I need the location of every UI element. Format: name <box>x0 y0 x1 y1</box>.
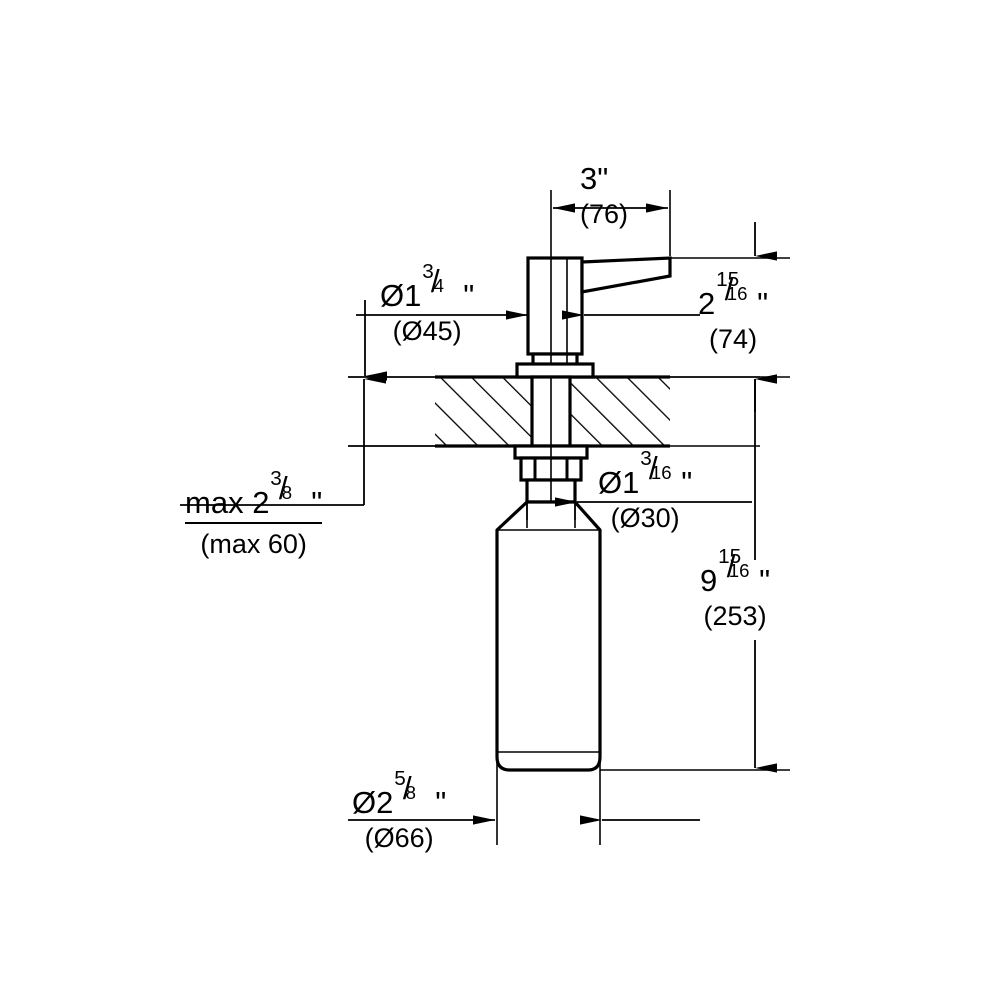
dimension-spout-reach <box>550 190 671 258</box>
dimension-head-diameter <box>356 262 700 381</box>
threaded-shank <box>530 375 572 448</box>
dimension-bottle-diameter <box>348 758 700 845</box>
soap-bottle <box>495 500 602 772</box>
countertop-section-hatched <box>348 375 760 448</box>
dimension-neck-diameter <box>526 480 752 520</box>
dimension-max-counter-thickness <box>180 374 435 506</box>
lever-spout <box>580 256 672 294</box>
dimension-label-spout-reach: 3" (76) <box>580 161 629 229</box>
dimension-overall-height <box>600 374 790 773</box>
mounting-nut <box>513 444 589 504</box>
